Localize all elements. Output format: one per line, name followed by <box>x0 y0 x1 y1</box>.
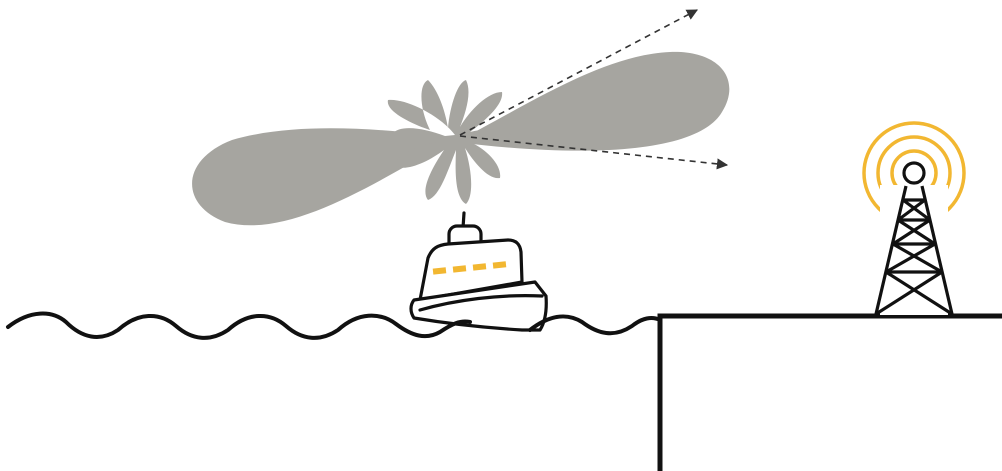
radio-tower-icon <box>864 123 964 315</box>
main-lobe-left <box>192 128 455 225</box>
antenna-radiation-pattern <box>192 52 729 225</box>
shore-cliff <box>660 316 1002 471</box>
tower-beacon <box>904 163 924 183</box>
sea-wave-line <box>8 314 660 338</box>
ship-icon <box>411 213 546 330</box>
